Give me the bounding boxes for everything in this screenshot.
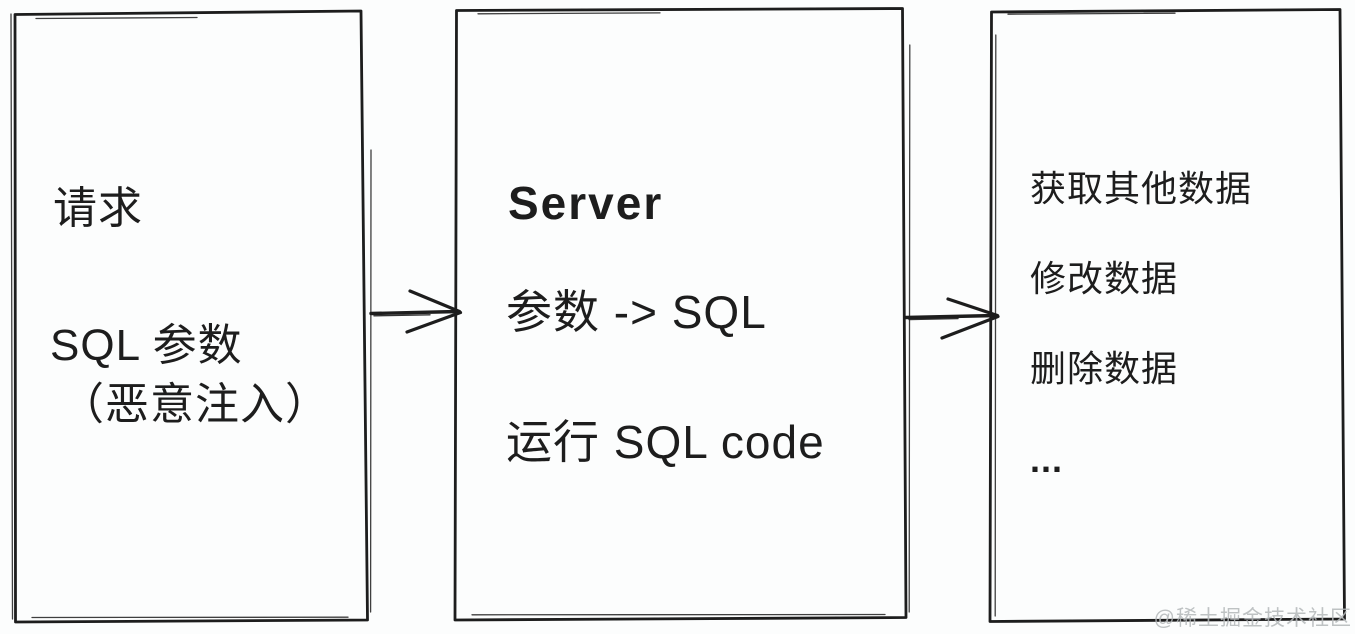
request-box-sketch-doubles	[10, 13, 372, 620]
server-box-line-run-sql-code: 运行 SQL code	[506, 416, 825, 468]
watermark-juejin-community: @稀土掘金技术社区	[1153, 607, 1352, 630]
flow-arrow-request-to-server	[369, 289, 463, 334]
server-box-sketch-doubles	[471, 12, 911, 616]
impact-box-line-modify-data: 修改数据	[1030, 258, 1179, 299]
flow-arrow-server-to-impact	[904, 297, 1000, 340]
impact-box-line-fetch-other-data: 获取其他数据	[1030, 168, 1253, 209]
request-box-line-sql-params: SQL 参数	[50, 321, 243, 370]
impact-box-line-ellipsis: ...	[1030, 439, 1064, 480]
impact-box-line-delete-data: 删除数据	[1030, 348, 1179, 389]
request-box-line-request: 请求	[53, 184, 143, 233]
impact-box-outline	[988, 8, 1346, 623]
server-box-line-params-to-sql: 参数 -> SQL	[506, 286, 767, 338]
impact-box-sketch-doubles	[994, 12, 1176, 617]
server-box-outline	[453, 7, 908, 622]
request-box-line-malicious-injection: （恶意注入）	[60, 380, 330, 429]
request-box-outline	[13, 9, 369, 624]
server-box-line-server: Server	[508, 177, 664, 229]
